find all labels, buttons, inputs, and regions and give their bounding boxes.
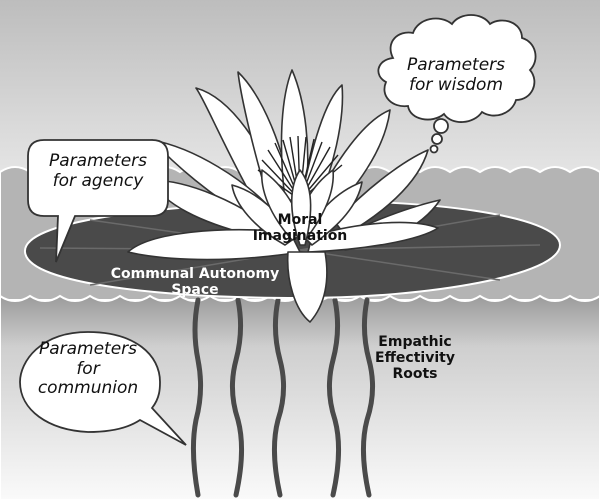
roots <box>190 297 375 498</box>
thought-bubble-3 <box>429 144 439 154</box>
wisdom-label: Parameters for wisdom <box>406 55 506 95</box>
root-4 <box>327 297 342 498</box>
petal-front-center <box>290 169 312 246</box>
root-5 <box>360 297 375 498</box>
petal-front-right-low <box>307 221 439 253</box>
agency-speech-bubble <box>27 139 169 263</box>
wisdom-cloud <box>377 14 537 154</box>
agency-label: Parameters for agency <box>48 151 148 191</box>
lotus-flower <box>127 69 441 323</box>
root-1 <box>190 297 204 498</box>
communion-speech-bubble <box>19 331 187 446</box>
communal-autonomy-label: Communal Autonomy Space <box>110 266 280 299</box>
thought-bubble-1 <box>433 118 449 134</box>
empathic-roots-label: Empathic Effectivity Roots <box>375 334 455 383</box>
thought-bubble-2 <box>431 133 443 145</box>
root-3 <box>271 297 286 498</box>
petal-front-bottom <box>286 251 328 323</box>
wisdom-cloud-body <box>377 14 537 123</box>
communion-label: Parameters for communion <box>37 339 139 399</box>
petal-right-far <box>334 149 429 236</box>
root-2 <box>230 297 245 498</box>
petal-front-left-low <box>127 229 301 261</box>
moral-imagination-label: Moral Imagination <box>252 212 348 245</box>
